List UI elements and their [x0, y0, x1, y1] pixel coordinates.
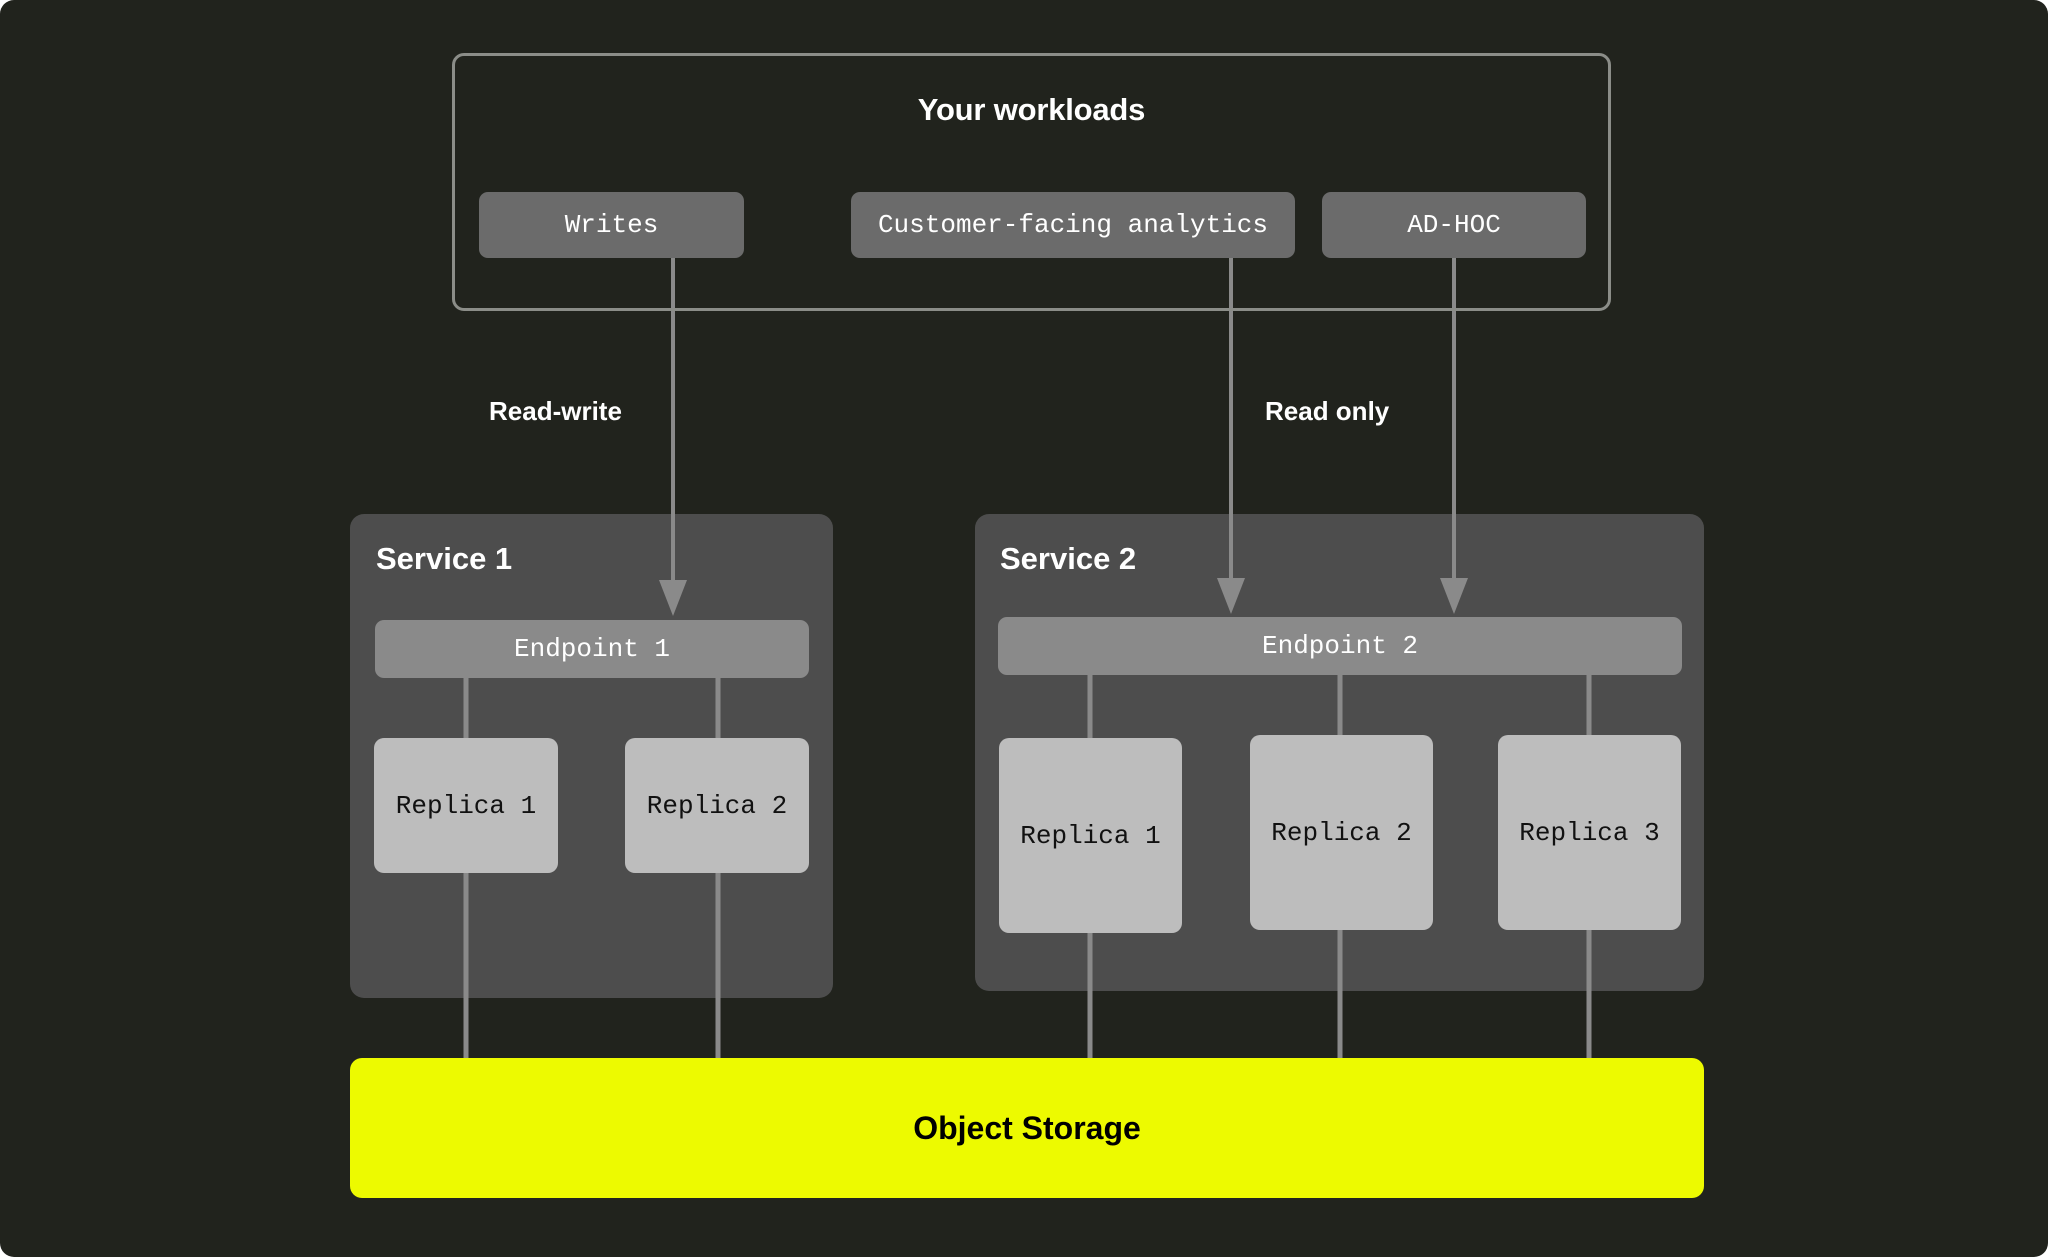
workload-chip-analytics[interactable]: Customer-facing analytics	[851, 192, 1295, 258]
service-title-1: Service 1	[376, 541, 513, 576]
service-title-2: Service 2	[1000, 541, 1137, 576]
workload-chip-writes[interactable]: Writes	[479, 192, 744, 258]
endpoint-bar-1[interactable]: Endpoint 1	[375, 620, 809, 678]
replica-box-s1-r2[interactable]: Replica 2	[625, 738, 809, 873]
flow-label-read-write: Read-write	[489, 396, 622, 426]
workload-chip-adhoc[interactable]: AD-HOC	[1322, 192, 1586, 258]
workloads-title: Your workloads	[917, 92, 1146, 127]
replica-box-s1-r1[interactable]: Replica 1	[374, 738, 558, 873]
object-storage-bar[interactable]: Object Storage	[350, 1058, 1704, 1198]
workloads-container	[452, 53, 1611, 311]
replica-box-s2-r1[interactable]: Replica 1	[999, 738, 1182, 933]
replica-box-s2-r2[interactable]: Replica 2	[1250, 735, 1433, 930]
flow-label-read-only: Read only	[1265, 396, 1390, 426]
replica-box-s2-r3[interactable]: Replica 3	[1498, 735, 1681, 930]
endpoint-bar-2[interactable]: Endpoint 2	[998, 617, 1682, 675]
